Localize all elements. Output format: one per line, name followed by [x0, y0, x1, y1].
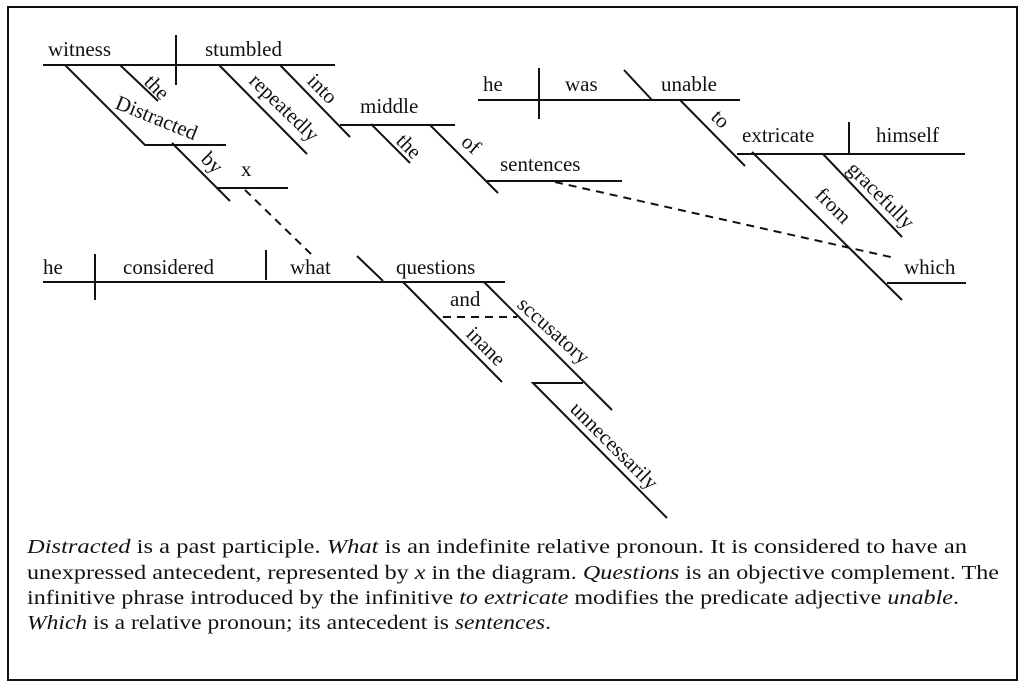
caption-line-4: Which is a relative pronoun; its anteced… [27, 612, 551, 634]
caption-text: unexpressed antecedent, represented by [27, 562, 415, 584]
word-witness: witness [48, 37, 111, 61]
preposition-line-by [171, 142, 231, 202]
word-to: to [706, 105, 735, 134]
modifier-line-unnecessarily [530, 382, 668, 519]
modifier-line-repeatedly [218, 64, 308, 155]
caption-text: is an indefinite relative pronoun. It is… [378, 536, 967, 558]
caption-text: . [953, 587, 959, 609]
word-he-3: he [43, 255, 63, 279]
preposition-line-into [279, 64, 351, 138]
preposition-line-of [429, 124, 499, 194]
word-x: x [241, 157, 252, 181]
word-he-2: he [483, 72, 503, 96]
word-the-2: the [391, 129, 426, 164]
caption-line-2: unexpressed antecedent, represented by x… [27, 562, 999, 584]
word-accusatory: sccusatory [513, 292, 595, 369]
infinitive-line-to [679, 99, 746, 167]
modifier-line-accusatory [483, 281, 613, 411]
word-into: into [302, 69, 342, 109]
word-extricate: extricate [742, 123, 814, 147]
caption-term: Questions [583, 562, 680, 584]
caption-text: infinitive phrase introduced by the infi… [27, 587, 459, 609]
caption: Distracted is a past participle. What is… [26, 536, 999, 634]
caption-text: in the diagram. [425, 562, 582, 584]
caption-text: . [545, 612, 551, 634]
clause-witness-stumbled: witness stumbled the Distracted by x rep… [43, 35, 622, 256]
caption-term: What [327, 536, 379, 558]
caption-term: Which [27, 612, 87, 634]
clause-he-was-unable: he was unable to extricate himself grace… [478, 68, 966, 301]
modifier-line-gracefully [822, 153, 903, 238]
caption-term: Distracted [26, 536, 132, 558]
word-considered: considered [123, 255, 214, 279]
clause-he-considered: he considered what questions and inane s… [43, 250, 668, 519]
word-from: from [810, 183, 856, 229]
word-himself: himself [876, 123, 939, 147]
word-unable: unable [661, 72, 717, 96]
word-stumbled: stumbled [205, 37, 282, 61]
modifier-line-inane [402, 281, 503, 383]
antecedent-link-x-what [244, 189, 313, 256]
caption-text: is an objective complement. The [679, 562, 999, 584]
caption-term: x [414, 562, 426, 584]
word-sentences: sentences [500, 152, 580, 176]
word-what: what [290, 255, 331, 279]
word-was: was [565, 72, 598, 96]
word-and: and [450, 287, 481, 311]
word-which: which [904, 255, 956, 279]
modifier-line-the [119, 64, 159, 102]
caption-term: sentences [455, 612, 546, 634]
caption-line-1: Distracted is a past participle. What is… [26, 536, 967, 558]
word-unnecessarily: unnecessarily [565, 397, 663, 495]
caption-text: is a past participle. [131, 536, 327, 558]
word-by: by [196, 147, 228, 179]
antecedent-link-sentences-which [554, 181, 896, 259]
complement-divider [623, 69, 653, 101]
caption-text: is a relative pronoun; its antecedent is [87, 612, 455, 634]
word-gracefully: gracefully [842, 157, 920, 235]
word-middle: middle [360, 94, 418, 118]
caption-line-3: infinitive phrase introduced by the infi… [27, 587, 959, 609]
word-questions: questions [396, 255, 475, 279]
participle-line-distracted [64, 64, 226, 146]
caption-term: unable [887, 587, 953, 609]
word-inane: inane [461, 322, 510, 371]
figure-frame [7, 6, 1018, 681]
modifier-line-the-2 [370, 123, 411, 164]
caption-term: to extricate [459, 587, 568, 609]
preposition-line-from [751, 151, 903, 301]
caption-text: modifies the predicate adjective [568, 587, 887, 609]
objective-complement-divider [356, 255, 384, 282]
word-of: of [457, 129, 486, 159]
